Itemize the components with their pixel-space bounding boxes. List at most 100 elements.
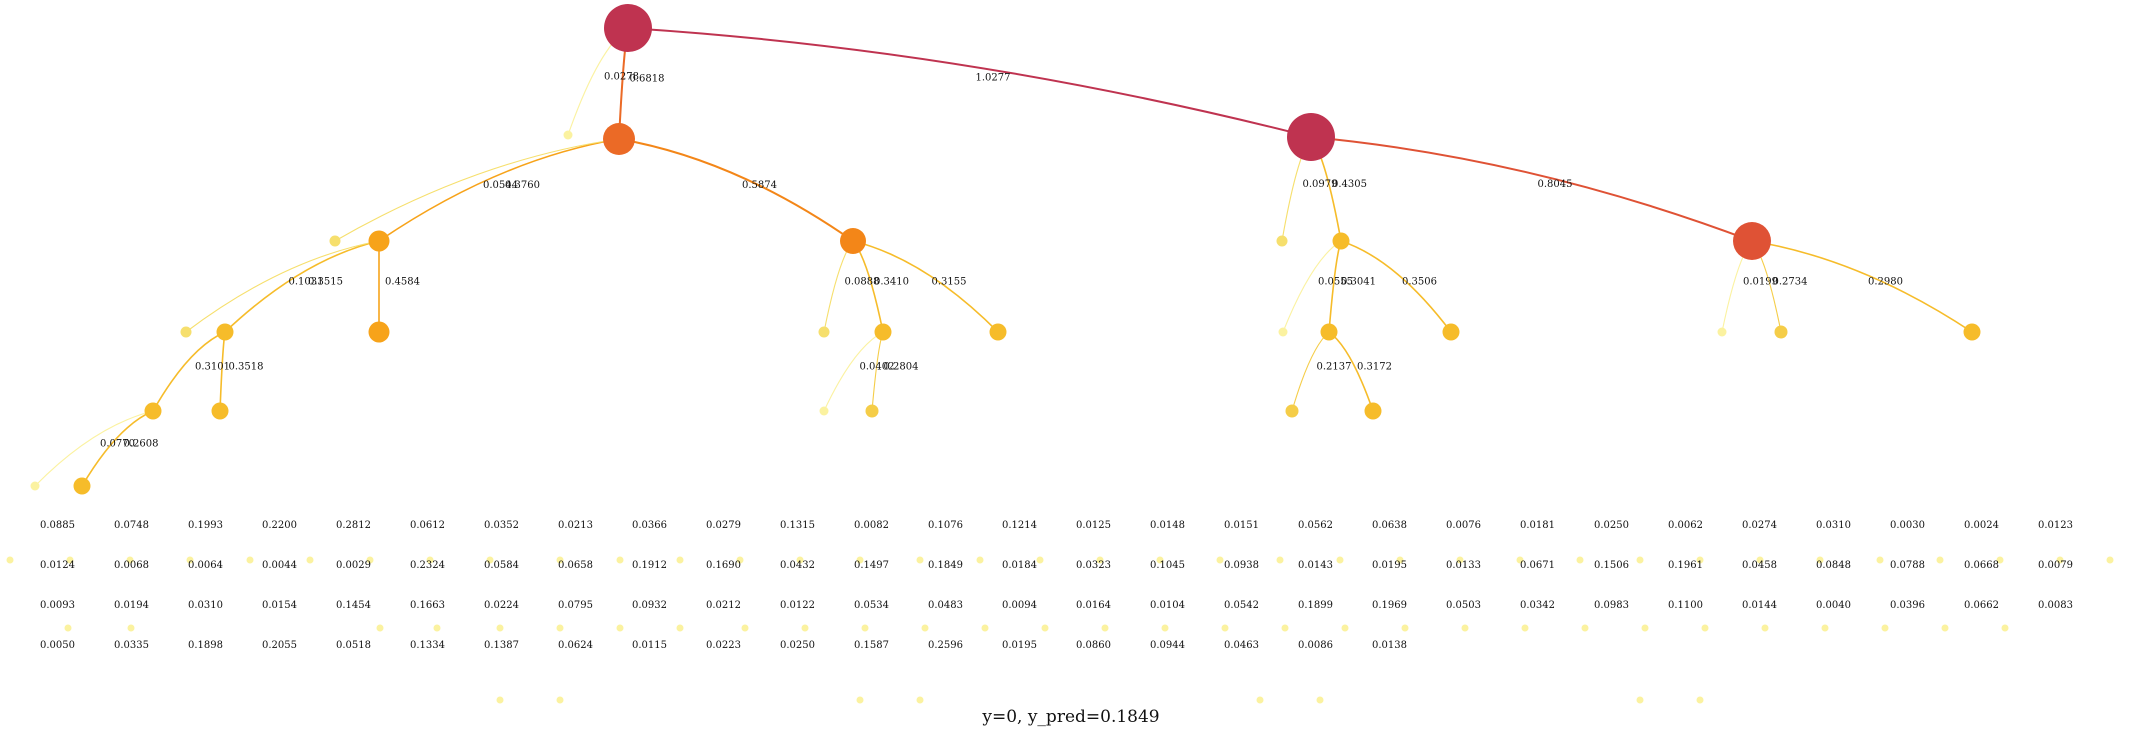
edge-weight-label: 0.0366 <box>632 520 667 531</box>
edge-weight-label: 0.0104 <box>1150 600 1185 611</box>
edge-weight-label: 0.2200 <box>262 520 297 531</box>
edge-weight-label: 0.0195 <box>1372 560 1407 571</box>
edge-weight-label: 0.0770 <box>100 439 135 450</box>
edge-weight-label: 0.0668 <box>1964 560 1999 571</box>
edge-weight-label: 0.0079 <box>2038 560 2073 571</box>
leaf-node <box>1516 556 1524 564</box>
edge-weight-label: 0.0979 <box>1303 179 1338 190</box>
tree-node <box>1442 323 1460 341</box>
edge-weight-label: 0.0138 <box>1372 640 1407 651</box>
edge-weight-label: 0.0094 <box>1002 600 1037 611</box>
leaf-node <box>1636 556 1644 564</box>
tree-edge <box>34 410 154 487</box>
tree-edge <box>378 138 620 242</box>
tree-node <box>563 130 573 140</box>
edge-weight-label: 0.2980 <box>1868 277 1903 288</box>
edge-weight-label: 0.0151 <box>1224 520 1259 531</box>
leaf-node <box>2056 556 2064 564</box>
leaf-node <box>556 556 564 564</box>
edge-weight-label: 0.2055 <box>262 640 297 651</box>
edge-weight-label: 0.3518 <box>229 362 264 373</box>
tree-node <box>604 4 652 52</box>
leaf-node <box>1161 624 1169 632</box>
edge-weight-label: 0.0250 <box>780 640 815 651</box>
leaf-node <box>1821 624 1829 632</box>
leaf-node <box>616 624 624 632</box>
edge-weight-label: 0.3101 <box>195 362 230 373</box>
edge-weight-label: 0.0555 <box>1318 277 1353 288</box>
edge-weight-label: 0.0983 <box>1594 600 1629 611</box>
leaf-node <box>736 556 744 564</box>
edge-weight-label: 0.0279 <box>706 520 741 531</box>
edge-weight-label: 0.1454 <box>336 600 371 611</box>
leaf-node <box>6 556 14 564</box>
edge-weight-label: 0.1315 <box>780 520 815 531</box>
tree-node <box>216 323 234 341</box>
edge-weight-label: 0.0086 <box>1298 640 1333 651</box>
leaf-node <box>433 624 441 632</box>
leaf-node <box>1396 556 1404 564</box>
edge-weight-label: 0.1663 <box>410 600 445 611</box>
tree-node <box>1276 235 1288 247</box>
edge-weight-label: 0.0542 <box>1224 600 1259 611</box>
edge-weight-label: 0.0848 <box>1816 560 1851 571</box>
edge-weight-label: 0.3515 <box>308 277 343 288</box>
tree-edge <box>224 240 380 333</box>
leaf-node <box>496 624 504 632</box>
edge-weight-label: 0.0432 <box>780 560 815 571</box>
leaf-node <box>1701 624 1709 632</box>
leaf-node <box>976 556 984 564</box>
tree-node <box>1733 222 1771 260</box>
edge-weight-label: 1.0277 <box>976 73 1011 84</box>
leaf-node <box>1336 556 1344 564</box>
edge-weight-label: 0.0062 <box>1668 520 1703 531</box>
leaf-node <box>856 696 864 704</box>
tree-edge <box>618 138 854 242</box>
tree-node <box>865 404 879 418</box>
edge-weight-label: 0.0342 <box>1520 600 1555 611</box>
tree-edge <box>334 138 620 242</box>
edge-weight-label: 0.0658 <box>558 560 593 571</box>
tree-edge <box>185 240 380 333</box>
edge-weight-label: 0.0125 <box>1076 520 1111 531</box>
edge-weight-label: 0.1497 <box>854 560 889 571</box>
edge-weight-label: 0.1045 <box>1150 560 1185 571</box>
edge-weight-label: 0.0030 <box>1890 520 1925 531</box>
edge-weight-label: 0.0638 <box>1372 520 1407 531</box>
edge-weight-label: 0.0944 <box>1150 640 1185 651</box>
edge-weight-label: 0.0463 <box>1224 640 1259 651</box>
edge-weight-label: 0.0544 <box>483 180 518 191</box>
edge-weight-label: 0.0458 <box>1742 560 1777 571</box>
tree-node <box>874 323 892 341</box>
leaf-node <box>1456 556 1464 564</box>
leaf-node <box>916 556 924 564</box>
edge-weight-label: 0.5874 <box>742 180 777 191</box>
leaf-node <box>306 556 314 564</box>
leaf-node <box>1461 624 1469 632</box>
edge-weight-label: 0.0562 <box>1298 520 1333 531</box>
edge-weight-label: 0.0662 <box>1964 600 1999 611</box>
edge-weight-label: 0.0122 <box>780 600 815 611</box>
leaf-node <box>981 624 989 632</box>
tree-edge <box>1340 240 1452 333</box>
edge-weight-label: 0.0115 <box>632 640 667 651</box>
edge-weight-label: 0.0123 <box>2038 520 2073 531</box>
edge-weight-label: 0.0044 <box>262 560 297 571</box>
leaf-node <box>127 624 135 632</box>
edge-weight-label: 0.2324 <box>410 560 445 571</box>
leaf-node <box>186 556 194 564</box>
edge-weight-label: 0.0278 <box>604 72 639 83</box>
leaf-node <box>1316 696 1324 704</box>
tree-node <box>1287 113 1335 161</box>
leaf-node <box>1581 624 1589 632</box>
edge-weight-label: 0.0050 <box>40 640 75 651</box>
tree-node <box>819 406 829 416</box>
leaf-node <box>1521 624 1529 632</box>
edge-weight-label: 0.0029 <box>336 560 371 571</box>
leaf-node <box>486 556 494 564</box>
edge-weight-label: 0.1100 <box>1668 600 1703 611</box>
leaf-node <box>66 556 74 564</box>
edge-weight-label: 0.1849 <box>928 560 963 571</box>
edge-weight-label: 0.0213 <box>558 520 593 531</box>
